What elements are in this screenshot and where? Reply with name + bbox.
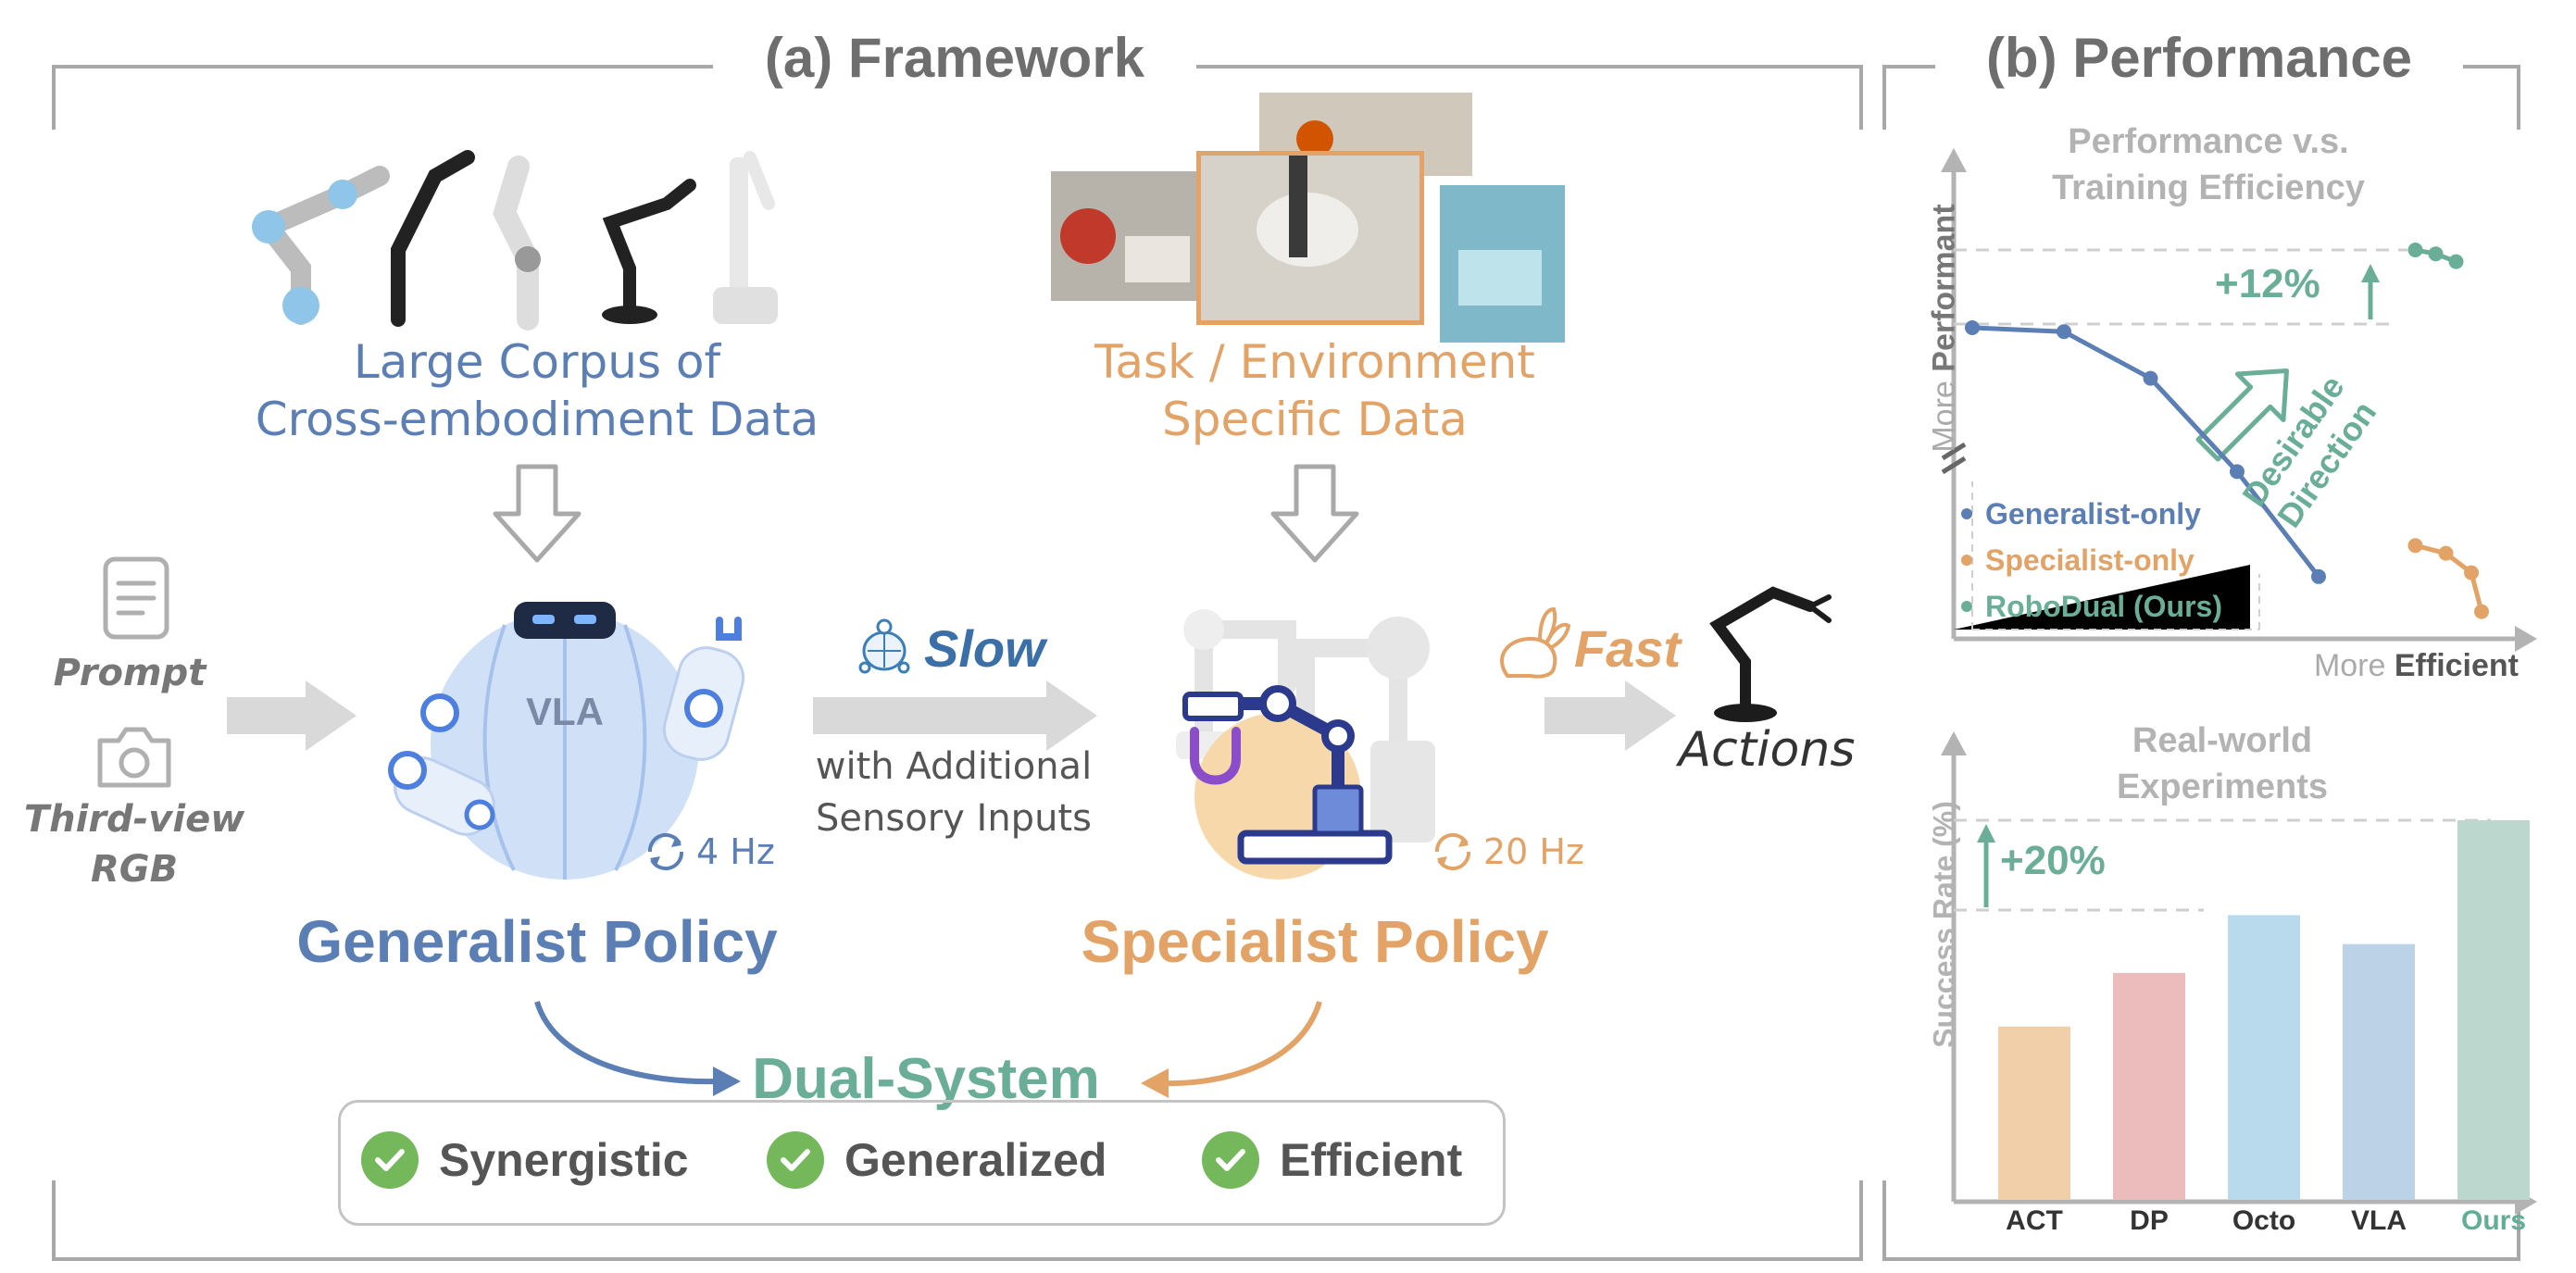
bar-label: DP	[2130, 1205, 2169, 1236]
chart2-improvement: +20%	[2000, 838, 2106, 883]
task-line2: Specific Data	[1162, 393, 1468, 446]
data-point	[2230, 464, 2245, 480]
specialist-policy-title: Specialist Policy	[1081, 908, 1549, 975]
corpus-line2: Cross-embodiment Data	[255, 393, 819, 446]
data-point	[2143, 370, 2158, 386]
data-point	[2428, 246, 2444, 262]
legend-dot	[1961, 601, 1972, 612]
check-icon	[361, 1131, 419, 1189]
chart2-ylabel: Success Rate (%)	[1927, 801, 1961, 1048]
check-icon	[1202, 1131, 1259, 1189]
generalist-policy-title: Generalist Policy	[296, 908, 778, 975]
vla-robot-icon	[388, 602, 745, 880]
refresh-orange-icon	[1434, 832, 1471, 871]
check-icon	[767, 1131, 824, 1189]
legend-label: RoboDual (Ours)	[1985, 589, 2222, 623]
data-point	[2438, 545, 2454, 561]
chart1-legend: Generalist-only Specialist-only RoboDual…	[1961, 491, 2222, 630]
bar-dp	[2113, 972, 2185, 1200]
benefit-label: Generalized	[844, 1134, 1107, 1186]
bar-ours	[2457, 820, 2530, 1200]
benefit-generalized: Generalized	[767, 1131, 1107, 1189]
chart1-improvement: +12%	[2215, 261, 2320, 306]
slow-label: Slow	[924, 619, 1045, 678]
chart1-xlabel-light: More	[2313, 648, 2395, 683]
task-line1: Task / Environment	[1094, 335, 1535, 389]
benefit-label: Efficient	[1280, 1134, 1463, 1186]
fast-label: Fast	[1574, 619, 1682, 678]
rgb-label-line2: RGB	[90, 848, 179, 891]
generalist-frequency: 4 Hz	[696, 831, 775, 872]
data-point	[2407, 243, 2423, 257]
data-point	[1965, 320, 1980, 335]
data-point	[2448, 254, 2464, 269]
data-point	[2057, 324, 2071, 340]
chart1-xlabel-bold: Efficient	[2394, 648, 2519, 683]
chart1-xlabel: More Efficient	[2222, 648, 2519, 684]
rabbit-icon	[1500, 606, 1571, 679]
env-photo-right	[1440, 185, 1565, 343]
chart1-ylabel: More Performant	[1927, 190, 1963, 468]
refresh-icon	[647, 832, 684, 871]
chart1-title-line2: Training Efficiency	[2052, 168, 2365, 207]
document-icon	[103, 556, 169, 640]
chart2-title-line1: Real-world	[2132, 721, 2313, 760]
prompt-label: Prompt	[53, 652, 206, 694]
robot-arms-illustration	[252, 150, 778, 331]
chart2-category-labels: ACT DP Octo VLA Ours	[1889, 1205, 2537, 1242]
down-arrow-corpus-icon	[493, 464, 581, 563]
benefits-panel	[338, 1100, 1506, 1226]
legend-generalist: Generalist-only	[1961, 491, 2222, 537]
down-arrow-task-icon	[1270, 464, 1359, 563]
bar-act	[1998, 1026, 2070, 1200]
data-point	[2407, 538, 2423, 554]
bar-label: Octo	[2232, 1205, 2296, 1236]
chart1-ylabel-light: More	[1926, 371, 1962, 453]
bar-octo	[2228, 915, 2300, 1200]
legend-label: Generalist-only	[1985, 496, 2201, 530]
bar-label: VLA	[2351, 1205, 2407, 1236]
turtle-icon	[858, 618, 910, 674]
bar-label: ACT	[2006, 1205, 2063, 1236]
bar-vla	[2343, 943, 2415, 1200]
chart1-title-line1: Performance v.s.	[2068, 122, 2349, 161]
legend-robodual: RoboDual (Ours)	[1961, 583, 2222, 630]
camera-icon	[97, 727, 171, 788]
data-point	[2474, 604, 2489, 619]
real-world-bar-chart	[1941, 731, 2537, 1215]
legend-dot	[1961, 555, 1972, 566]
bar-label: Ours	[2460, 1205, 2527, 1236]
actions-label: Actions	[1678, 722, 1856, 778]
corpus-line1: Large Corpus of	[353, 335, 721, 389]
rgb-label-line1: Third-view	[23, 798, 245, 841]
benefit-label: Synergistic	[439, 1134, 689, 1186]
performance-title: (b) Performance	[1985, 27, 2413, 89]
chart1-ylabel-bold: Performant	[1926, 204, 1962, 372]
benefit-synergistic: Synergistic	[361, 1131, 689, 1189]
legend-specialist: Specialist-only	[1961, 537, 2222, 583]
specialist-frequency: 20 Hz	[1483, 831, 1584, 872]
legend-label: Specialist-only	[1985, 543, 2195, 577]
data-point	[2464, 565, 2479, 580]
specialist-robot-icon	[1176, 609, 1435, 880]
benefit-efficient: Efficient	[1202, 1131, 1462, 1189]
additional-inputs-line1: with Additional	[815, 745, 1093, 788]
performance-efficiency-chart	[1941, 148, 2537, 652]
env-photo-main	[1196, 151, 1424, 325]
legend-dot	[1961, 508, 1972, 519]
vla-label: VLA	[526, 690, 604, 733]
actions-robot-icon	[1709, 586, 1832, 722]
series-line-2	[2414, 543, 2484, 613]
data-point	[2311, 568, 2326, 584]
env-photo-left	[1051, 171, 1199, 301]
chart2-title-line2: Experiments	[2116, 768, 2329, 806]
framework-title: (a) Framework	[764, 27, 1145, 89]
additional-inputs-line2: Sensory Inputs	[816, 797, 1092, 840]
